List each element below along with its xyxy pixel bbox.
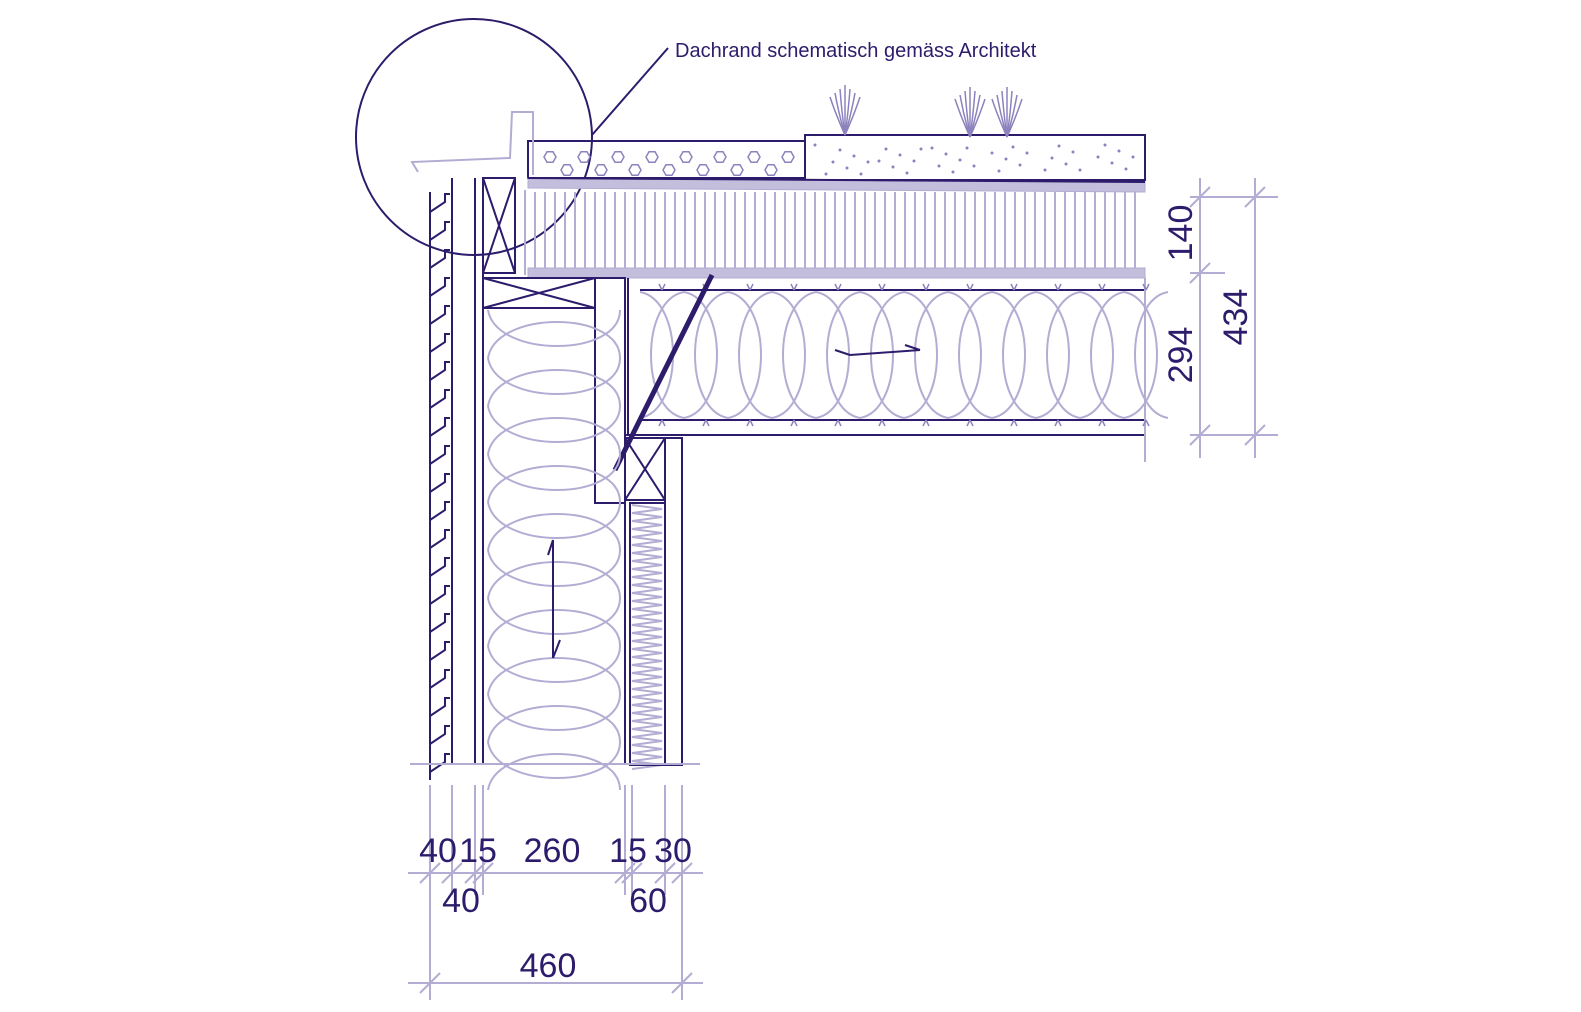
dim-group-outer: 40: [442, 882, 480, 920]
dim-roof-total: 434: [1217, 289, 1255, 346]
span-arrow-vertical: [547, 539, 561, 659]
interior-board: [664, 437, 683, 766]
dim-osb: 15: [609, 832, 647, 870]
gravel-hexagons: [543, 151, 795, 176]
service-layer: [629, 502, 666, 770]
gravel-layer: [527, 140, 806, 179]
leader-line: [591, 47, 669, 136]
detail-note: Dachrand schematisch gemäss Architekt: [675, 40, 1037, 62]
dim-roof-top: 140: [1162, 205, 1200, 262]
wall-assembly: [410, 177, 700, 791]
wall-insulation: [487, 309, 621, 791]
plants: [829, 85, 1023, 138]
ceiling-assembly: [612, 273, 1169, 472]
dim-insulation: 260: [524, 832, 581, 870]
roof-insulation: [534, 192, 1136, 268]
ceiling-insulation: [639, 283, 1169, 427]
wall-dimensions: 40 15 260 15 30 40 60 460: [408, 785, 703, 1000]
roof-assembly: [410, 85, 1146, 279]
rim-joist: [594, 277, 626, 504]
top-plate: [482, 177, 516, 274]
roof-dimensions: 140 294 434: [1162, 178, 1278, 458]
dim-group-inner: 60: [629, 882, 667, 920]
dim-roof-bottom: 294: [1162, 327, 1200, 384]
dim-wall-total: 460: [520, 947, 577, 985]
timber-cladding: [429, 192, 450, 780]
green-roof-substrate: [804, 134, 1146, 181]
dim-lining: 30: [654, 832, 692, 870]
dim-board: 15: [459, 832, 497, 870]
roof-edge-flashing: [410, 111, 534, 175]
span-arrow: [834, 344, 921, 356]
substrate-dots: [813, 143, 1135, 176]
vapour-barrier: [527, 267, 1146, 279]
dim-cladding: 40: [419, 832, 457, 870]
